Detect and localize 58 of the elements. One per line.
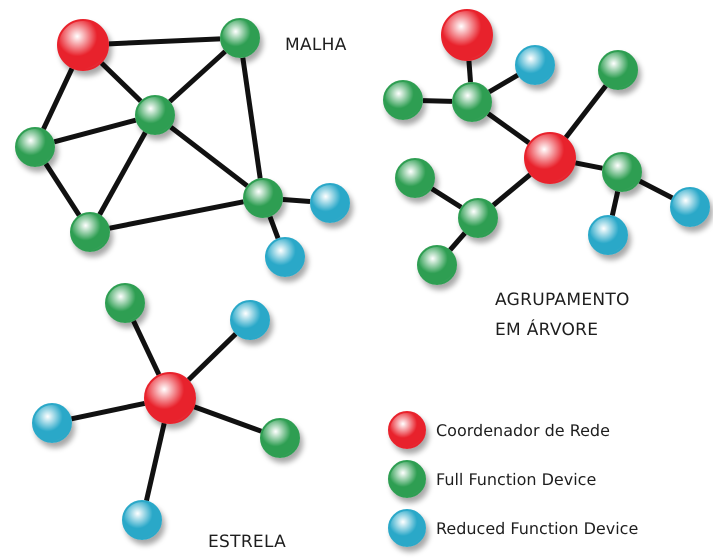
topology-label: AGRUPAMENTO EM ÁRVORE: [495, 289, 631, 342]
connector-line: [54, 118, 136, 144]
device-sphere: [144, 372, 196, 424]
connector-line: [486, 112, 530, 145]
device-sphere: [243, 178, 283, 218]
connector-line: [240, 57, 263, 179]
connector-line: [466, 60, 473, 82]
device-sphere: [458, 198, 498, 238]
connector-line: [100, 61, 142, 103]
legend-text: Reduced Function Device: [436, 518, 638, 538]
device-sphere: [524, 132, 576, 184]
device-sphere: [383, 80, 423, 120]
connector-line: [422, 98, 452, 104]
device-sphere: [602, 152, 642, 192]
device-sphere: [220, 18, 260, 58]
connector-line: [109, 199, 244, 231]
device-sphere: [670, 187, 710, 227]
device-sphere: [515, 45, 555, 85]
connector-line: [430, 186, 462, 210]
connector-line: [492, 172, 532, 208]
connector-line: [98, 131, 148, 216]
device-sphere: [417, 245, 457, 285]
device-sphere: [598, 50, 638, 90]
device-sphere: [265, 237, 305, 277]
connector-line: [268, 216, 280, 240]
connector-line: [564, 84, 608, 139]
legend-text: Coordenador de Rede: [436, 420, 610, 440]
connector-line: [488, 72, 520, 94]
device-sphere: [310, 183, 350, 223]
topology-label: ESTRELA: [208, 531, 286, 554]
device-sphere: [105, 283, 145, 323]
connector-line: [108, 36, 220, 46]
device-sphere: [15, 127, 55, 167]
connector-line: [610, 190, 620, 216]
topology-label: MALHA: [285, 34, 347, 57]
connector-line: [144, 422, 167, 502]
device-sphere: [230, 300, 270, 340]
connector-line: [186, 332, 238, 382]
connector-line: [71, 400, 146, 422]
device-sphere: [135, 95, 175, 135]
connector-line: [638, 178, 674, 200]
connector-line: [168, 50, 227, 104]
device-sphere: [395, 158, 435, 198]
device-sphere: [260, 418, 300, 458]
device-sphere: [441, 9, 493, 61]
connector-line: [41, 67, 74, 130]
device-sphere: [452, 82, 492, 122]
connector-line: [131, 320, 162, 376]
connector-line: [194, 404, 262, 434]
connector-line: [44, 162, 82, 217]
device-sphere: [32, 403, 72, 443]
device-sphere: [57, 19, 109, 71]
connector-line: [448, 231, 467, 252]
connector-line: [169, 125, 249, 188]
legend-text: Full Function Device: [436, 470, 596, 488]
device-sphere: [70, 212, 110, 252]
device-sphere: [122, 500, 162, 540]
device-sphere: [588, 215, 628, 255]
